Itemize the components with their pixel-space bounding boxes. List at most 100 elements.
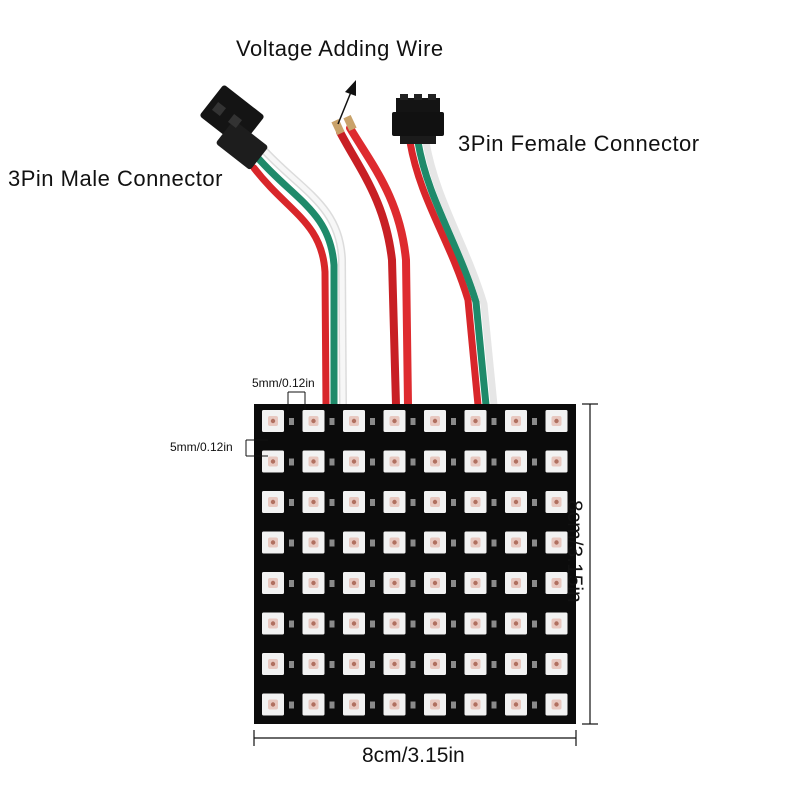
capacitor-pad bbox=[491, 499, 497, 506]
led-pixel bbox=[424, 410, 456, 432]
led-pixel bbox=[383, 572, 416, 594]
capacitor-pad bbox=[289, 499, 294, 506]
led-pixel bbox=[302, 531, 335, 554]
led-pixel bbox=[505, 693, 537, 716]
led-pixel bbox=[545, 450, 568, 473]
capacitor-pad bbox=[329, 539, 335, 547]
voltage-wire-tips bbox=[331, 114, 357, 136]
led-pixel bbox=[545, 410, 568, 432]
led-pixel bbox=[262, 531, 294, 554]
capacitor-pad bbox=[370, 701, 375, 709]
led-pixel bbox=[505, 450, 537, 473]
led-pixel bbox=[343, 410, 375, 432]
led-pixel bbox=[545, 572, 568, 594]
capacitor-pad bbox=[370, 418, 375, 425]
led-pixel bbox=[545, 531, 568, 554]
capacitor-pad bbox=[491, 418, 497, 425]
capacitor-pad bbox=[410, 499, 416, 506]
led-pixel bbox=[464, 491, 497, 513]
led-pixel bbox=[302, 410, 335, 432]
female-wire-red bbox=[406, 138, 482, 409]
width-label: 8cm/3.15in bbox=[362, 744, 465, 767]
capacitor-pad bbox=[532, 499, 537, 506]
led-pixel bbox=[545, 693, 568, 716]
capacitor-pad bbox=[491, 458, 497, 466]
led-pixel bbox=[302, 450, 335, 473]
led-pixel bbox=[262, 491, 294, 513]
capacitor-pad bbox=[491, 701, 497, 709]
led-pixel bbox=[383, 410, 416, 432]
capacitor-pad bbox=[410, 620, 416, 628]
height-dimension bbox=[582, 403, 598, 725]
capacitor-pad bbox=[451, 539, 456, 547]
capacitor-pad bbox=[289, 539, 294, 547]
voltage-wire-red-2 bbox=[346, 124, 412, 409]
capacitor-pad bbox=[451, 701, 456, 709]
led-pixel bbox=[383, 491, 416, 513]
capacitor-pad bbox=[370, 580, 375, 587]
female-connector-label: 3Pin Female Connector bbox=[458, 131, 700, 156]
led-pixel bbox=[262, 653, 294, 675]
capacitor-pad bbox=[532, 418, 537, 425]
capacitor-pad bbox=[370, 620, 375, 628]
capacitor-pad bbox=[410, 580, 416, 587]
led-pixel bbox=[343, 491, 375, 513]
capacitor-pad bbox=[289, 620, 294, 628]
male-wire-red bbox=[250, 164, 330, 409]
led-pixel bbox=[424, 693, 456, 716]
led-pixel bbox=[505, 531, 537, 554]
led-pixel bbox=[262, 693, 294, 716]
height-label: 8cm/3.15in bbox=[563, 500, 586, 603]
led-pixel bbox=[505, 410, 537, 432]
led-pixel bbox=[343, 572, 375, 594]
capacitor-pad bbox=[329, 499, 335, 506]
led-pixel bbox=[424, 612, 456, 635]
led-pixel bbox=[383, 612, 416, 635]
led-pixel bbox=[262, 572, 294, 594]
female-connector bbox=[392, 94, 444, 144]
capacitor-pad bbox=[451, 620, 456, 628]
capacitor-pad bbox=[329, 661, 335, 668]
led-pixel bbox=[464, 531, 497, 554]
female-wire-white bbox=[422, 138, 498, 409]
capacitor-pad bbox=[532, 701, 537, 709]
capacitor-pad bbox=[532, 539, 537, 547]
wires bbox=[250, 124, 498, 409]
led-pixel bbox=[424, 572, 456, 594]
led-pixel bbox=[343, 612, 375, 635]
capacitor-pad bbox=[410, 661, 416, 668]
led-pixel bbox=[343, 531, 375, 554]
led-pixel bbox=[464, 450, 497, 473]
led-pixel bbox=[343, 653, 375, 675]
capacitor-pad bbox=[410, 701, 416, 709]
male-connector bbox=[200, 85, 268, 170]
led-pixel bbox=[505, 572, 537, 594]
capacitor-pad bbox=[451, 418, 456, 425]
led-pixel bbox=[302, 653, 335, 675]
capacitor-pad bbox=[370, 458, 375, 466]
capacitor-pad bbox=[532, 458, 537, 466]
capacitor-pad bbox=[532, 580, 537, 587]
led-pixel bbox=[545, 653, 568, 675]
led-grid bbox=[262, 410, 568, 716]
led-pixel bbox=[464, 653, 497, 675]
capacitor-pad bbox=[410, 418, 416, 425]
led-pixel bbox=[302, 572, 335, 594]
led-pixel bbox=[464, 612, 497, 635]
capacitor-pad bbox=[532, 620, 537, 628]
capacitor-pad bbox=[329, 458, 335, 466]
led-pixel bbox=[302, 491, 335, 513]
capacitor-pad bbox=[532, 661, 537, 668]
led-spacing-horizontal-label: 5mm/0.12in bbox=[252, 376, 315, 390]
male-connector-label: 3Pin Male Connector bbox=[8, 166, 223, 191]
led-pixel bbox=[505, 612, 537, 635]
capacitor-pad bbox=[451, 661, 456, 668]
capacitor-pad bbox=[491, 580, 497, 587]
spacing-bracket-vertical bbox=[245, 439, 268, 457]
led-pixel bbox=[424, 653, 456, 675]
led-pixel bbox=[464, 693, 497, 716]
capacitor-pad bbox=[410, 539, 416, 547]
led-pixel bbox=[343, 450, 375, 473]
capacitor-pad bbox=[451, 580, 456, 587]
capacitor-pad bbox=[370, 499, 375, 506]
